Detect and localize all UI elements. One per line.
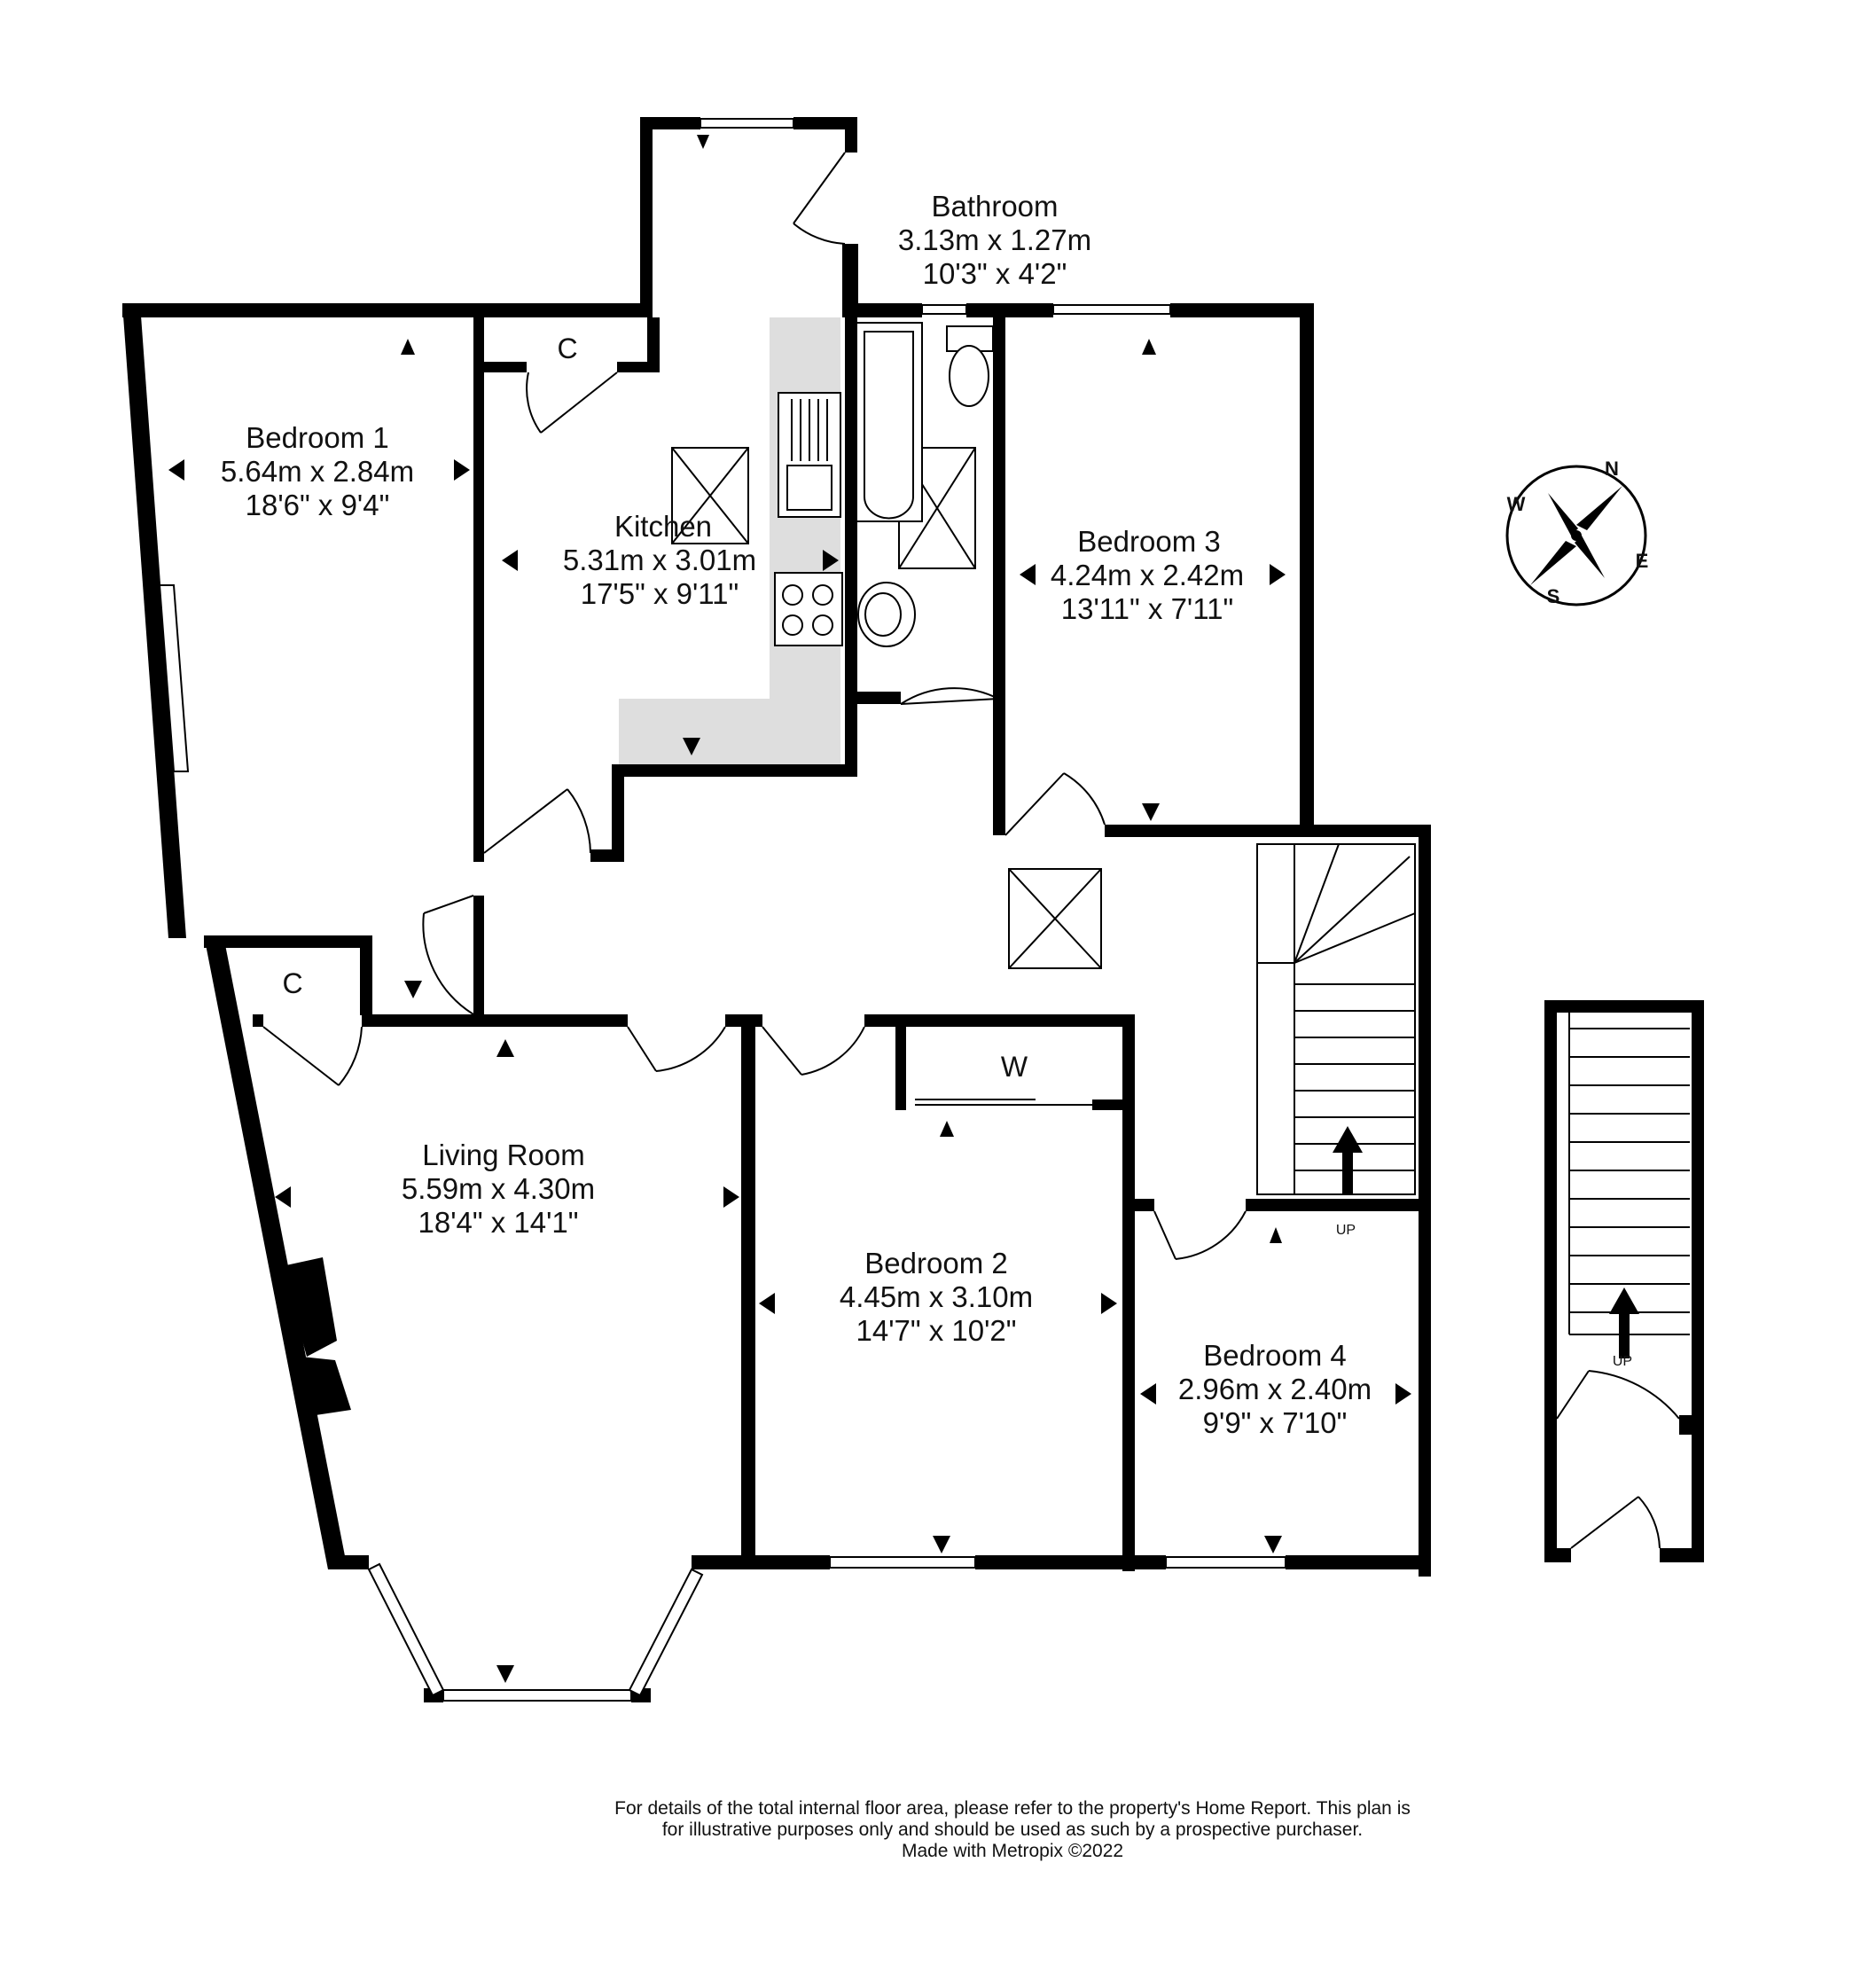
windows [158, 118, 1286, 1702]
room-name: Living Room [422, 1139, 584, 1171]
room-imperial: 17'5" x 9'11" [581, 577, 739, 610]
compass-e: E [1636, 550, 1649, 572]
cupboard-label: C [282, 967, 302, 999]
stair-arrows [1333, 1126, 1639, 1358]
footer-line-1: For details of the total internal floor … [614, 1798, 1411, 1819]
room-imperial: 14'7" x 10'2" [856, 1314, 1017, 1347]
room-imperial: 18'6" x 9'4" [246, 489, 390, 521]
room-name: Bedroom 4 [1203, 1339, 1346, 1372]
room-living-room: Living Room 5.59m x 4.30m 18'4" x 14'1" [402, 1139, 595, 1239]
room-name: Bedroom 1 [246, 421, 388, 454]
room-imperial: 9'9" x 7'10" [1203, 1406, 1348, 1439]
room-kitchen: Kitchen 5.31m x 3.01m 17'5" x 9'11" [563, 510, 756, 610]
doors [262, 152, 1680, 1549]
room-imperial: 13'11" x 7'11" [1061, 592, 1233, 625]
walls [122, 117, 1704, 1702]
compass-icon: N E S W [1505, 458, 1649, 607]
room-metric: 5.59m x 4.30m [402, 1172, 595, 1205]
room-metric: 5.31m x 3.01m [563, 544, 756, 576]
footer-line-3: Made with Metropix ©2022 [902, 1841, 1123, 1861]
room-metric: 2.96m x 2.40m [1178, 1373, 1372, 1405]
room-name: Bedroom 3 [1077, 525, 1220, 558]
compass-s: S [1547, 585, 1560, 607]
fixtures [671, 322, 1690, 1335]
footer-note: For details of the total internal floor … [614, 1798, 1411, 1861]
stairs-up-label: UP [1336, 1223, 1356, 1238]
stairs-up-label: UP [1613, 1354, 1632, 1369]
room-name: Kitchen [614, 510, 712, 543]
room-bedroom-3: Bedroom 3 4.24m x 2.42m 13'11" x 7'11" [1051, 525, 1244, 625]
compass-n: N [1605, 458, 1619, 480]
wardrobe-label: W [1001, 1051, 1028, 1083]
room-bedroom-1: Bedroom 1 5.64m x 2.84m 18'6" x 9'4" [221, 421, 414, 521]
room-metric: 4.45m x 3.10m [840, 1280, 1033, 1313]
room-metric: 3.13m x 1.27m [898, 223, 1091, 256]
room-bathroom: Bathroom 3.13m x 1.27m 10'3" x 4'2" [898, 190, 1091, 290]
compass-w: W [1507, 493, 1526, 515]
room-name: Bedroom 2 [864, 1247, 1007, 1279]
room-name: Bathroom [931, 190, 1058, 223]
small-labels: C C W UP UP [282, 333, 1632, 1369]
room-bedroom-2: Bedroom 2 4.45m x 3.10m 14'7" x 10'2" [840, 1247, 1033, 1347]
room-imperial: 10'3" x 4'2" [923, 257, 1067, 290]
room-metric: 5.64m x 2.84m [221, 455, 414, 488]
footer-line-2: for illustrative purposes only and shoul… [662, 1819, 1363, 1840]
room-metric: 4.24m x 2.42m [1051, 559, 1244, 591]
cupboard-label: C [557, 333, 577, 364]
room-bedroom-4: Bedroom 4 2.96m x 2.40m 9'9" x 7'10" [1178, 1339, 1372, 1439]
room-imperial: 18'4" x 14'1" [418, 1206, 579, 1239]
dimension-arrows [168, 135, 1411, 1683]
